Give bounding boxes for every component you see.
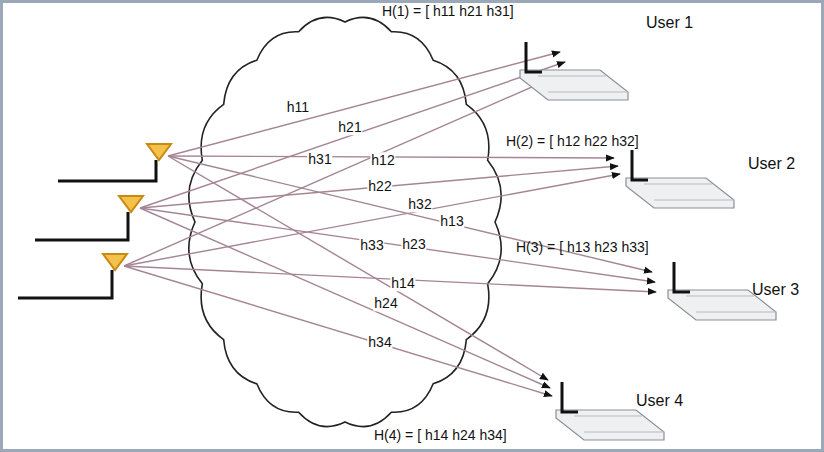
channel-arrow [168, 156, 652, 272]
label-text: H(1) = [ h11 h21 h31] [382, 3, 514, 19]
user-terminal [626, 150, 734, 208]
channel-label: h23 [401, 237, 426, 252]
antennas [103, 144, 171, 270]
text-label: User 2 [748, 155, 795, 173]
text-label: User 4 [636, 392, 683, 410]
label-text: h24 [373, 295, 398, 311]
antenna-symbol [147, 144, 171, 160]
label-text: User 4 [636, 392, 683, 409]
channel-label: h33 [359, 238, 384, 253]
antenna-symbol [103, 254, 127, 270]
text-label: User 3 [752, 281, 799, 299]
label-text: User 3 [752, 281, 799, 298]
channel-label: h24 [373, 296, 398, 311]
label-text: h14 [390, 275, 415, 291]
text-label: User 1 [646, 14, 693, 32]
channel-arrow [124, 266, 552, 396]
channel-arrow [168, 52, 560, 156]
terminal-antenna [562, 382, 578, 412]
label-text: h34 [367, 334, 392, 350]
channel-label: h31 [307, 152, 332, 167]
feed-line [18, 270, 112, 298]
channel-paths [124, 52, 656, 396]
text-label: H(2) = [ h12 h22 h32] [506, 134, 639, 149]
terminal-body [556, 410, 664, 440]
channel-arrow [140, 208, 550, 388]
channel-arrow [168, 156, 548, 380]
terminal-detail [574, 416, 664, 432]
label-text: h33 [359, 237, 384, 253]
antenna-symbol [119, 196, 143, 212]
channel-label: h21 [337, 120, 362, 135]
label-text: h23 [401, 236, 426, 252]
terminal-detail [686, 296, 776, 312]
label-text: h12 [370, 152, 395, 168]
channel-arrow [140, 62, 565, 208]
terminal-detail [538, 76, 628, 92]
label-text: h31 [307, 151, 332, 167]
label-text: User 1 [646, 14, 693, 31]
label-text: h13 [439, 213, 464, 229]
channel-label: h11 [286, 100, 310, 115]
feed-line [35, 212, 128, 240]
label-text: h22 [367, 178, 392, 194]
label-text: H(2) = [ h12 h22 h32] [506, 133, 639, 149]
text-label: H(3) = [ h13 h23 h33] [516, 240, 649, 255]
label-text: User 2 [748, 155, 795, 172]
label-text: H(4) = [ h14 h24 h34] [374, 427, 507, 443]
text-label: H(1) = [ h11 h21 h31] [382, 4, 514, 19]
user-terminal [556, 382, 664, 440]
user-terminal [520, 42, 628, 100]
text-label: H(4) = [ h14 h24 h34] [374, 428, 507, 443]
label-text: h21 [337, 119, 362, 135]
label-text: h11 [286, 99, 310, 115]
terminal-antenna [526, 42, 542, 72]
channel-label: h13 [439, 214, 464, 229]
terminal-antenna [674, 262, 690, 292]
terminal-body [520, 70, 628, 100]
label-text: h32 [407, 196, 432, 212]
channel-label: h34 [367, 335, 392, 350]
terminal-body [626, 178, 734, 208]
antenna-feeds [18, 160, 156, 298]
terminal-detail [644, 184, 734, 200]
channel-label: h14 [390, 276, 415, 291]
channel-label: h12 [370, 153, 395, 168]
feed-line [58, 160, 156, 181]
channel-arrow [124, 266, 656, 292]
channel-label: h22 [367, 179, 392, 194]
channel-label: h32 [407, 197, 432, 212]
terminal-antenna [632, 150, 648, 180]
label-text: H(3) = [ h13 h23 h33] [516, 239, 649, 255]
